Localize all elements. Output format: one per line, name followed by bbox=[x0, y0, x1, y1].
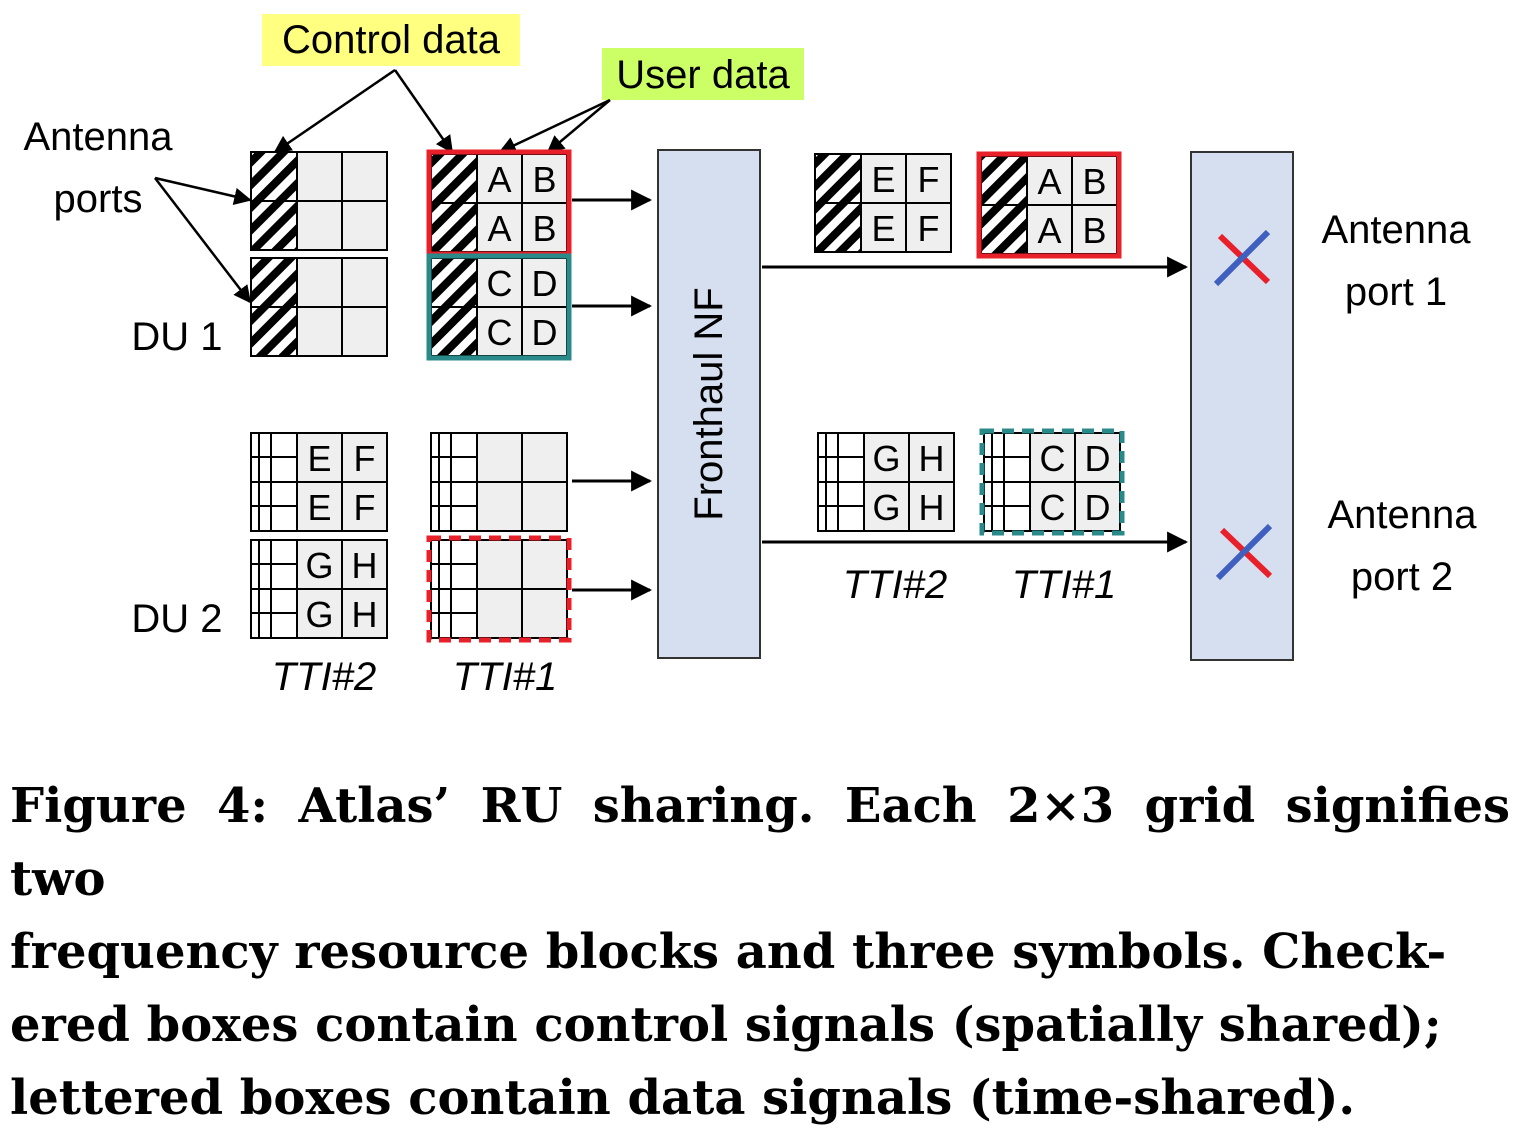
grid-out-port1-tti2-cell-F-row1: F bbox=[918, 159, 940, 200]
antenna-ports-label-line2: ports bbox=[54, 177, 143, 221]
grid-du2-tti2-port2-cell-G-row2: G bbox=[305, 594, 333, 635]
grid-out-port2-tti1-cell-C-row1: C bbox=[1040, 438, 1066, 479]
grid-out-port2-tti2-cell-G-row1: G bbox=[872, 438, 900, 479]
cross-icon-port1-blue bbox=[1213, 229, 1271, 287]
grid-du2-tti2-port1-cell-F-row2: F bbox=[354, 487, 376, 528]
grid-out-port1-tti2-cell-F-row2: F bbox=[918, 208, 940, 249]
caption-line-4: lettered boxes contain data signals (tim… bbox=[10, 1070, 1356, 1126]
grid-du1-tti1-port1-cell-B-row2: B bbox=[532, 208, 556, 249]
antenna-port2-label-line2: port 2 bbox=[1351, 555, 1453, 599]
grid-out-port1-tti1-cell-A-row1: A bbox=[1037, 161, 1061, 202]
grid-out-port2-tti1-highlight-border bbox=[979, 428, 1125, 536]
grid-du2-tti1-port2-highlight-border bbox=[426, 535, 572, 643]
control-arrow-2 bbox=[393, 69, 454, 154]
grid-out-port1-tti1-cell-B-row2: B bbox=[1082, 210, 1106, 251]
grid-du1-tti2-port1 bbox=[250, 151, 388, 251]
grid-du1-tti1-port2-cell-D-row2: D bbox=[532, 312, 558, 353]
user-arrow-1 bbox=[498, 98, 611, 154]
du2-label: DU 2 bbox=[131, 597, 222, 641]
tti1-label-right: TTI#1 bbox=[1012, 563, 1116, 607]
antenna-ports-label-line1: Antenna bbox=[23, 115, 173, 159]
control-arrow-1 bbox=[273, 68, 396, 154]
antenna-arrow-1 bbox=[154, 176, 252, 205]
antenna-port2-label-line1: Antenna bbox=[1327, 493, 1477, 537]
grid-du2-tti2-port1-cell-E-row2: E bbox=[307, 487, 331, 528]
du1-label: DU 1 bbox=[131, 315, 222, 359]
grid-out-port2-tti1-cell-C-row2: C bbox=[1040, 487, 1066, 528]
control-data-highlight bbox=[262, 14, 520, 66]
grid-out-port2-tti1-cell-D-row2: D bbox=[1085, 487, 1111, 528]
grid-du2-tti2-port1-cell-F-row1: F bbox=[354, 438, 376, 479]
grid-du1-tti1-port1-cell-A-row2: A bbox=[487, 208, 511, 249]
fronthaul-nf-box bbox=[657, 149, 761, 659]
caption-line-1: Figure 4: Atlas’ RU sharing. Each 2×3 gr… bbox=[10, 778, 1510, 907]
grid-out-port1-tti1-cell-A-row2: A bbox=[1037, 210, 1061, 251]
grid-out-port2-tti2-cell-H-row2: H bbox=[919, 487, 945, 528]
tti1-label-left: TTI#1 bbox=[453, 655, 557, 699]
caption-line-3: ered boxes contain control signals (spat… bbox=[10, 997, 1442, 1053]
caption-line-2: frequency resource blocks and three symb… bbox=[10, 924, 1447, 980]
grid-du1-tti1-port2-cell-C-row2: C bbox=[487, 312, 513, 353]
cross-icon-port2-blue bbox=[1215, 523, 1273, 581]
grid-du2-tti2-port1-cell-E-row1: E bbox=[307, 438, 331, 479]
fronthaul-nf-label: Fronthaul NF bbox=[687, 287, 731, 520]
grid-du1-tti1-port2-highlight-border bbox=[426, 253, 572, 361]
grid-out-port2-tti2-cell-G-row2: G bbox=[872, 487, 900, 528]
ru-sharing-diagram: Control data User data Antenna ports DU … bbox=[23, 14, 1477, 699]
grid-out-port1-tti1-highlight-border bbox=[976, 151, 1122, 259]
antenna-port1-label-line2: port 1 bbox=[1345, 270, 1447, 314]
grid-out-port1-tti2-cell-E-row2: E bbox=[871, 208, 895, 249]
grid-out-port2-tti1-cell-D-row1: D bbox=[1085, 438, 1111, 479]
grid-out-port1-tti2-cell-E-row1: E bbox=[871, 159, 895, 200]
user-data-label: User data bbox=[616, 53, 790, 97]
grid-du1-tti1-port2-cell-C-row1: C bbox=[487, 263, 513, 304]
grid-out-port1-tti1-cell-B-row1: B bbox=[1082, 161, 1106, 202]
grid-out-port2-tti2-cell-H-row1: H bbox=[919, 438, 945, 479]
tti2-label-left: TTI#2 bbox=[272, 655, 376, 699]
grid-du1-tti1-port1-cell-B-row1: B bbox=[532, 159, 556, 200]
grid-du2-tti1-port1 bbox=[430, 432, 568, 532]
grid-du2-tti2-port2-cell-H-row2: H bbox=[352, 594, 378, 635]
grid-du1-tti2-port2 bbox=[250, 257, 388, 357]
antenna-port1-label-line1: Antenna bbox=[1321, 208, 1471, 252]
control-data-label: Control data bbox=[282, 18, 501, 62]
grid-du1-tti1-port2-cell-D-row1: D bbox=[532, 263, 558, 304]
antenna-arrow-2 bbox=[154, 177, 252, 304]
grid-du2-tti2-port2-cell-H-row1: H bbox=[352, 545, 378, 586]
user-data-highlight bbox=[602, 48, 804, 100]
figure-caption: Figure 4: Atlas’ RU sharing. Each 2×3 gr… bbox=[10, 770, 1510, 1135]
grid-du2-tti1-port2 bbox=[426, 535, 572, 643]
ru-box bbox=[1190, 151, 1294, 661]
grid-du1-tti1-port1-cell-A-row1: A bbox=[487, 159, 511, 200]
grid-du2-tti2-port2-cell-G-row1: G bbox=[305, 545, 333, 586]
user-arrow-2 bbox=[546, 99, 611, 154]
tti2-label-right: TTI#2 bbox=[843, 563, 947, 607]
